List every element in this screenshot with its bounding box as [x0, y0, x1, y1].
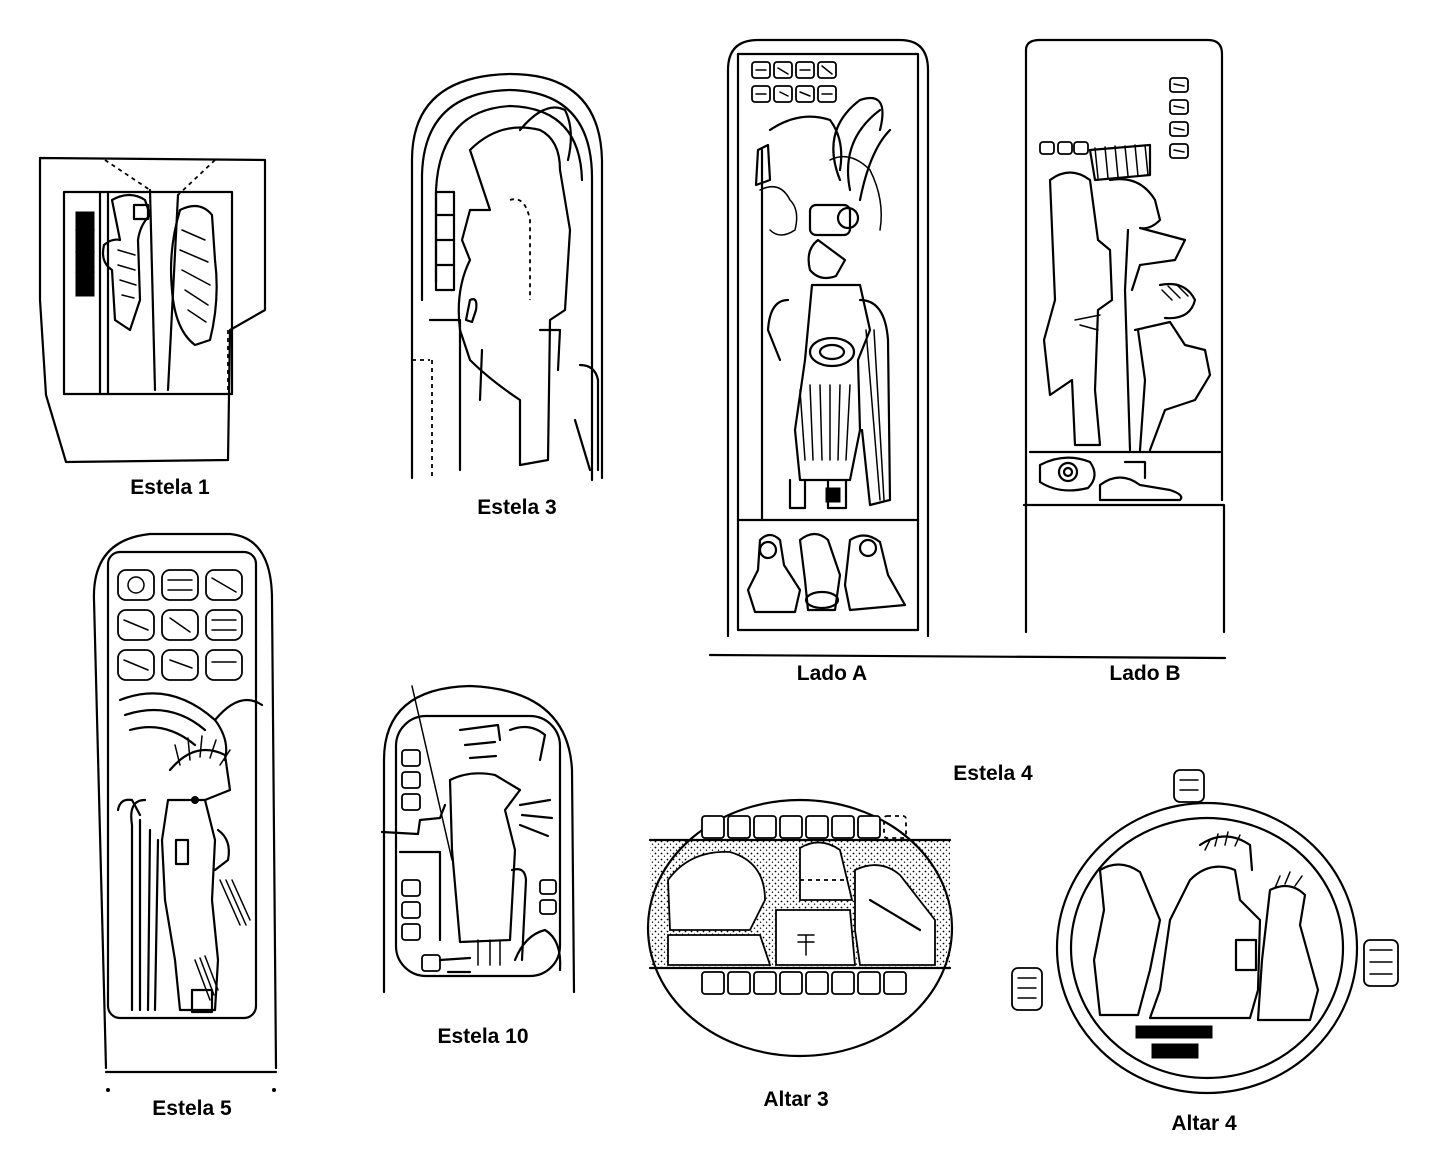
estela-1-drawing: [38, 156, 267, 464]
altar-3-drawing: [646, 798, 954, 1058]
estela-5-drawing: [92, 532, 278, 1092]
lado-b-label: Lado B: [1109, 662, 1181, 685]
estela-3-drawing: [410, 72, 604, 482]
estela-5-label: Estela 5: [152, 1097, 232, 1120]
estela-4-lado-a-drawing: [726, 38, 930, 638]
estela-3-label: Estela 3: [477, 496, 557, 519]
altar-4-label: Altar 4: [1171, 1112, 1237, 1135]
lado-a-label: Lado A: [796, 662, 868, 685]
estela-10-label: Estela 10: [437, 1025, 529, 1048]
estela-1-label: Estela 1: [130, 476, 210, 499]
estela-10-drawing: [380, 684, 576, 994]
estela-4-label: Estela 4: [953, 762, 1033, 785]
estela-4-lado-b-drawing: [1022, 38, 1226, 634]
altar-4-drawing: [1011, 769, 1399, 1095]
altar-3-label: Altar 3: [763, 1088, 829, 1111]
estela-4-baseline: [708, 653, 1227, 660]
